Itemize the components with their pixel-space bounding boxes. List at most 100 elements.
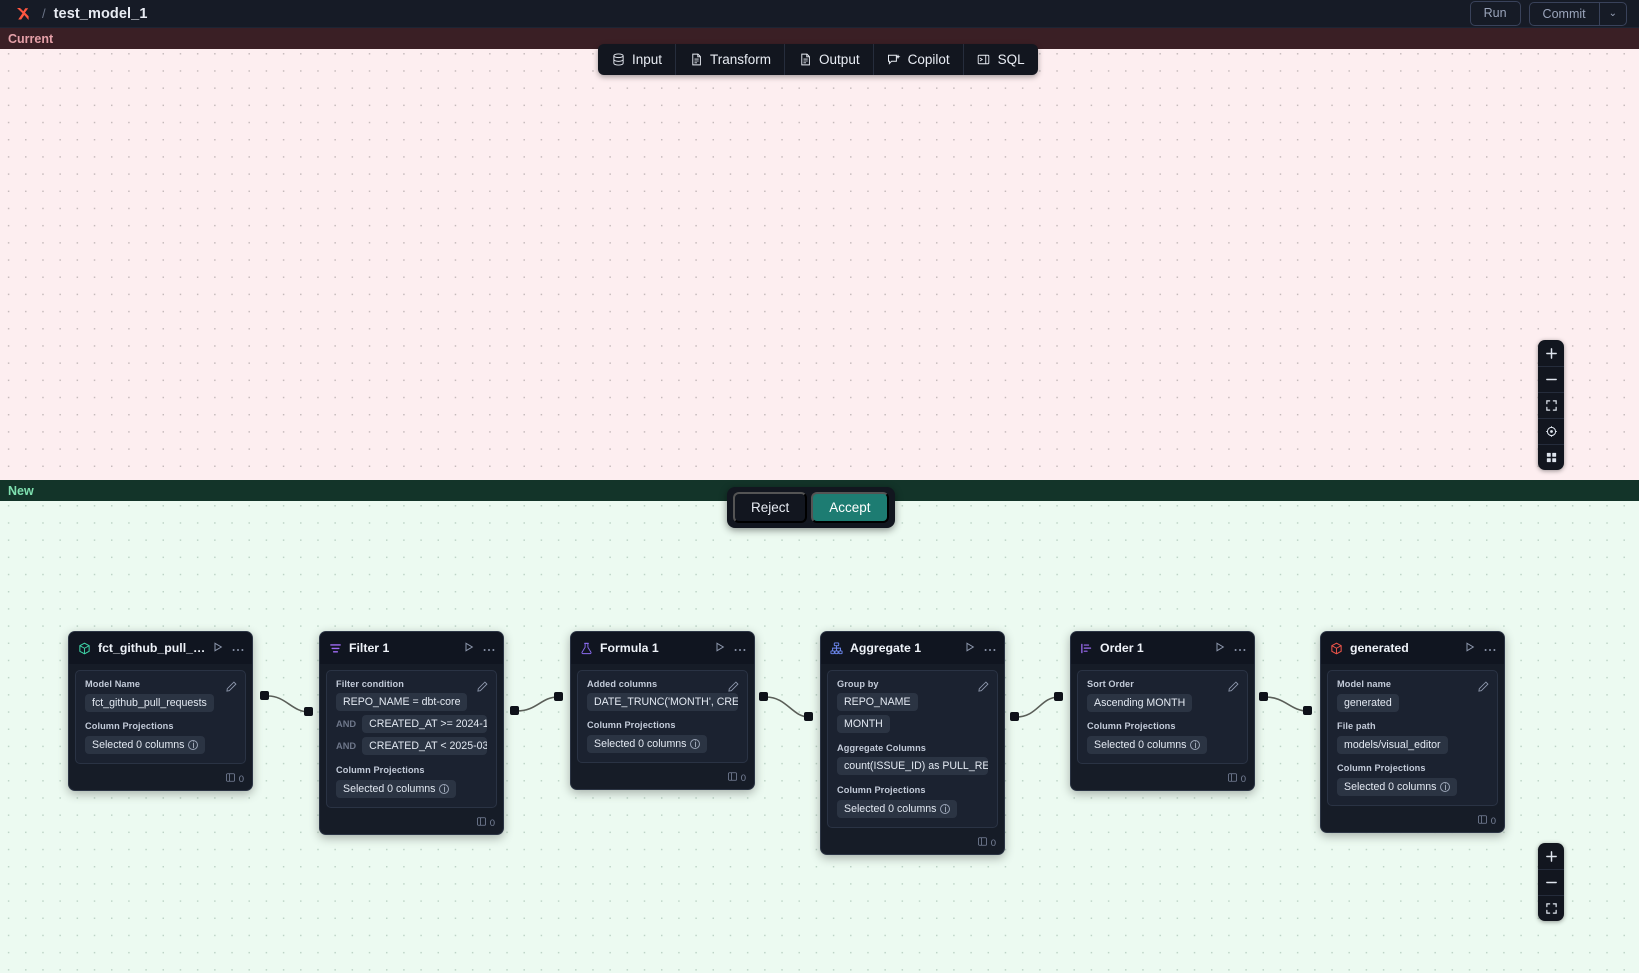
field-label: Column Projections [1087,721,1176,731]
file-path-chip[interactable]: models/visual_editor [1337,736,1448,754]
more-horizontal-icon[interactable] [734,639,746,657]
condition-row: AND CREATED_AT >= 2024-12-01 [336,715,487,733]
info-icon[interactable]: i [1190,740,1201,750]
run-button[interactable]: Run [1469,1,1521,26]
more-horizontal-icon[interactable] [483,639,495,657]
commit-button[interactable]: Commit [1542,6,1586,21]
play-icon[interactable] [1465,639,1475,657]
added-columns-chip[interactable]: DATE_TRUNC('MONTH', CREATED_AT… [587,693,738,711]
info-icon[interactable]: i [439,784,450,794]
app-logo-x-icon[interactable] [14,5,32,23]
flow-node-formula[interactable]: Formula 1 Added columns DATE_TRUNC('MONT… [570,631,755,790]
pencil-icon[interactable] [226,679,237,697]
more-horizontal-icon[interactable] [984,639,996,657]
info-icon[interactable]: i [1440,782,1451,792]
more-horizontal-icon[interactable] [1234,639,1246,657]
more-horizontal-icon[interactable] [1484,639,1496,657]
zoom-in-button[interactable] [1538,843,1564,869]
database-icon [611,53,625,67]
info-icon[interactable]: i [188,740,199,750]
toolbar-item-transform[interactable]: Transform [675,44,784,75]
field-label: Column Projections [837,785,926,795]
node-header[interactable]: Aggregate 1 [821,632,1004,664]
fit-view-button[interactable] [1538,392,1564,418]
aggregate-columns-chip[interactable]: count(ISSUE_ID) as PULL_REQUEST_… [837,757,988,775]
chevron-down-icon[interactable]: ⌄ [1598,2,1626,25]
chip-text: Selected 0 columns [1094,739,1187,751]
filter-condition-chip[interactable]: CREATED_AT >= 2024-12-01 [362,715,487,733]
info-icon[interactable]: i [690,739,701,749]
node-header[interactable]: generated [1321,632,1504,664]
play-icon[interactable] [715,639,725,657]
node-header[interactable]: Formula 1 [571,632,754,664]
chip-text: Selected 0 columns [92,739,185,751]
pencil-icon[interactable] [978,679,989,697]
zoom-in-button[interactable] [1538,340,1564,366]
toolbar-item-output[interactable]: Output [784,44,873,75]
pencil-icon[interactable] [477,679,488,697]
field-group: Added columns DATE_TRUNC('MONTH', CREATE… [587,679,738,711]
node-title: Aggregate 1 [850,641,922,655]
play-icon[interactable] [965,639,975,657]
fit-view-button[interactable] [1538,895,1564,921]
node-footer: 0 [571,769,754,789]
edge-port [554,692,563,701]
current-canvas-pane[interactable]: Current [0,28,1639,480]
node-header[interactable]: Order 1 [1071,632,1254,664]
toolbar-item-input[interactable]: Input [598,44,675,75]
flow-node-generated[interactable]: generated Model name generated File path… [1320,631,1505,833]
field-value-chip[interactable]: fct_github_pull_requests [85,694,214,712]
model-name-chip[interactable]: generated [1337,694,1399,712]
node-title: fct_github_pull_requests [98,641,206,655]
lock-interactivity-button[interactable] [1538,418,1564,444]
play-icon[interactable] [213,639,223,657]
field-label: Model Name [85,679,141,689]
filter-condition-chip[interactable]: REPO_NAME = dbt-core [336,693,468,711]
node-column-count: 0 [1240,773,1246,785]
sort-order-chip[interactable]: Ascending MONTH [1087,694,1193,712]
zoom-out-button[interactable] [1538,869,1564,895]
toolbar-item-copilot[interactable]: Copilot [872,44,963,75]
pencil-icon[interactable] [1478,679,1489,697]
new-canvas-pane[interactable]: New fct_github_pull_requests [0,480,1639,973]
filter-condition-chip[interactable]: CREATED_AT < 2025-03-01 [362,737,487,755]
cube-output-icon [1330,642,1343,655]
zoom-out-button[interactable] [1538,366,1564,392]
pencil-icon[interactable] [728,679,739,697]
toolbar-label: SQL [997,52,1025,67]
node-header[interactable]: fct_github_pull_requests [69,632,252,664]
play-icon[interactable] [1215,639,1225,657]
node-actions [965,639,996,657]
groupby-chip[interactable]: MONTH [837,715,890,733]
reject-button[interactable]: Reject [733,492,808,523]
node-title: Order 1 [1100,641,1144,655]
chip-text: Selected 0 columns [1344,781,1437,793]
info-icon[interactable]: i [940,804,951,814]
top-bar: / test_model_1 Run Commit ⌄ [0,0,1639,28]
mini-map-button[interactable] [1538,444,1564,470]
flow-node-source[interactable]: fct_github_pull_requests Model Name fct_… [68,631,253,791]
more-horizontal-icon[interactable] [232,639,244,657]
play-icon[interactable] [464,639,474,657]
flow-node-order[interactable]: Order 1 Sort Order Ascending MONTH Colum… [1070,631,1255,791]
node-footer: 0 [1071,770,1254,790]
breadcrumb-separator: / [42,6,46,21]
node-header[interactable]: Filter 1 [320,632,503,664]
field-label: Filter condition [336,679,404,689]
accept-button[interactable]: Accept [811,492,889,523]
flow-node-aggregate[interactable]: Aggregate 1 Group by REPO_NAME MONTH Agg… [820,631,1005,855]
toolbar-item-sql[interactable]: SQL [962,44,1038,75]
commit-split-button[interactable]: Commit ⌄ [1528,1,1627,26]
groupby-chip[interactable]: REPO_NAME [837,693,918,711]
chip-text: Selected 0 columns [343,783,436,795]
flow-node-filter[interactable]: Filter 1 Filter condition REPO_NAME = db… [319,631,504,835]
pencil-icon[interactable] [1228,679,1239,697]
